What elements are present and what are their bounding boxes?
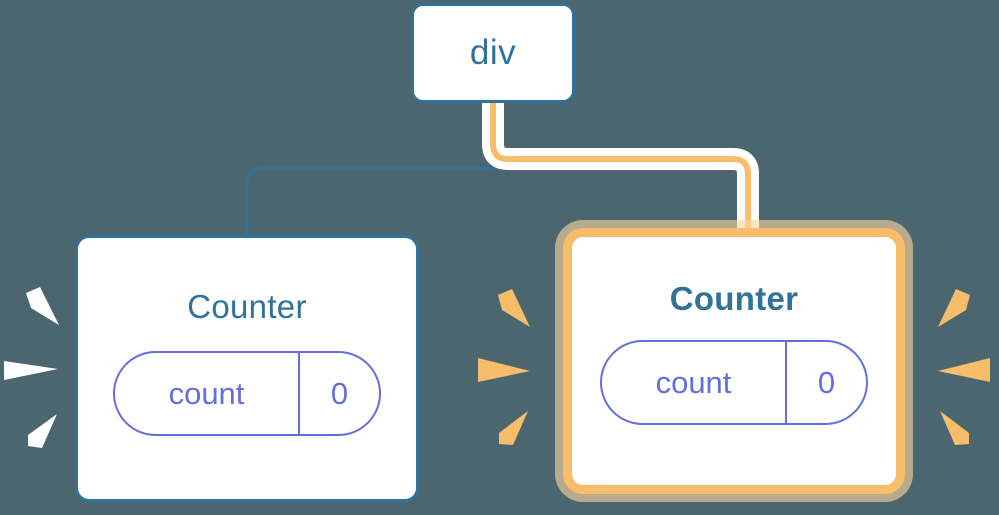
spark-wedge-icon — [940, 411, 969, 445]
spark-wedge-icon — [498, 289, 530, 327]
edge-root-to-counter-right — [490, 100, 751, 233]
edge-root-to-counter-left — [245, 101, 495, 238]
spark-wedge-icon — [938, 358, 990, 382]
spark-wedge-icon — [478, 358, 530, 382]
spark-wedge-icon — [26, 287, 59, 325]
spark-burst-middle-orange — [468, 281, 538, 456]
spark-wedge-icon — [28, 414, 57, 448]
state-pill-right: count 0 — [600, 340, 868, 425]
spark-wedge-icon — [938, 289, 970, 327]
spark-burst-right-orange — [930, 281, 999, 456]
node-counter-left[interactable]: Counter count 0 — [75, 235, 419, 502]
state-key-right: count — [602, 342, 787, 423]
node-div-label: div — [469, 33, 517, 72]
node-counter-right-label: Counter — [669, 280, 799, 317]
state-pill-left: count 0 — [113, 351, 381, 436]
edge-root-to-counter-right-halo — [482, 92, 759, 241]
spark-wedge-icon — [4, 361, 58, 380]
state-key-left: count — [115, 353, 300, 434]
node-counter-left-label: Counter — [187, 288, 307, 325]
state-value-left: 0 — [330, 375, 349, 411]
spark-burst-left-white — [4, 283, 74, 458]
spark-wedge-icon — [499, 411, 528, 445]
state-value-right: 0 — [817, 364, 836, 400]
node-counter-right[interactable]: Counter count 0 — [563, 228, 905, 494]
node-div[interactable]: div — [411, 3, 575, 103]
